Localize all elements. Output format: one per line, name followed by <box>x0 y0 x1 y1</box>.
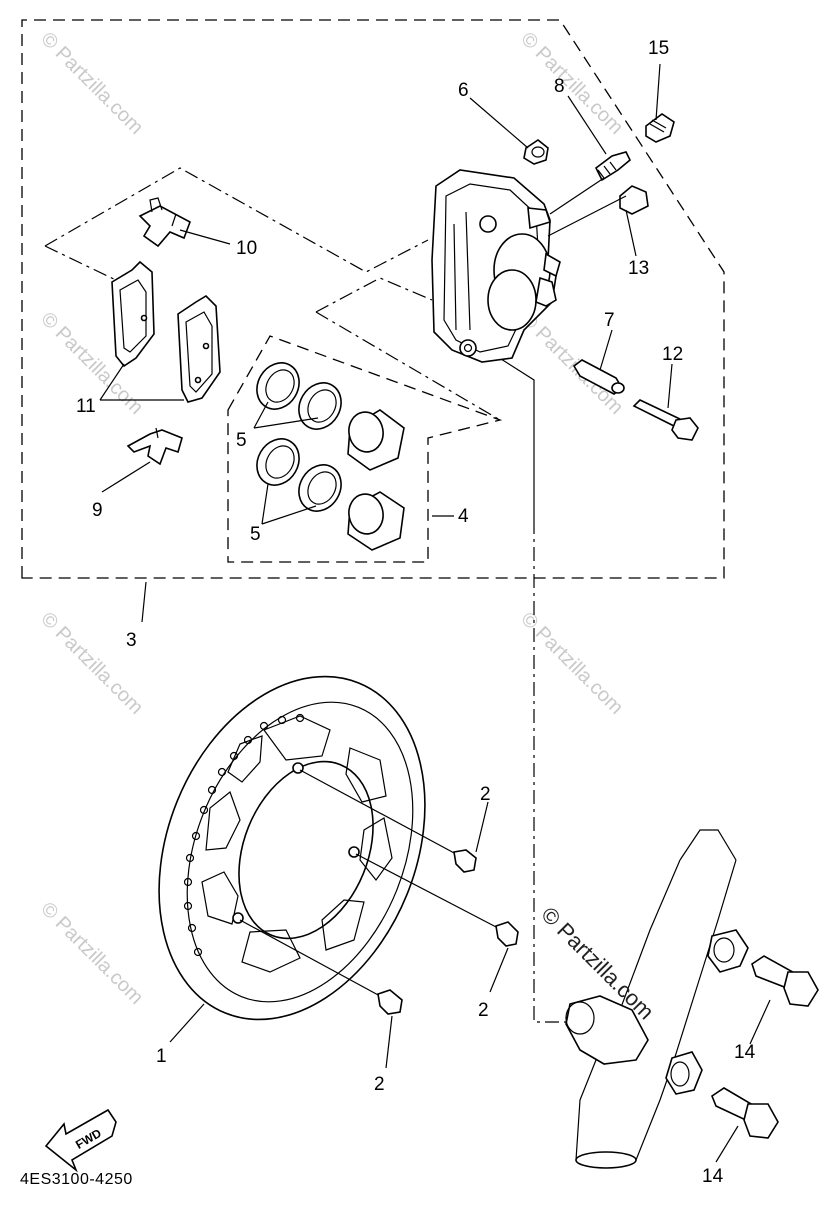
callout-8: 8 <box>554 76 565 97</box>
callout-11: 11 <box>76 396 96 417</box>
callout-5-lower: 5 <box>250 524 261 545</box>
callout-2-top: 2 <box>480 784 491 805</box>
callout-7: 7 <box>604 310 615 331</box>
callout-leaders <box>99 63 771 1163</box>
diagram-code: 4ES3100-4250 <box>20 1171 133 1188</box>
fwd-arrow: FWD <box>44 1108 117 1173</box>
callout-4: 4 <box>458 506 469 527</box>
brake-pads-11 <box>111 260 221 403</box>
pad-support-9 <box>126 427 183 466</box>
watermark-low-right: © Partzilla.com <box>516 608 627 719</box>
callout-5-upper: 5 <box>236 430 247 451</box>
callout-12: 12 <box>662 344 683 365</box>
brake-disc-1 <box>158 675 426 1021</box>
group-3-outline <box>21 19 725 579</box>
cap-6 <box>523 139 549 165</box>
callout-3: 3 <box>126 630 137 651</box>
pistons <box>347 409 405 551</box>
group-4-outline <box>227 335 503 563</box>
callout-14-lower: 14 <box>702 1166 724 1187</box>
watermark-top-left: © Partzilla.com <box>36 28 147 139</box>
callout-6: 6 <box>458 80 469 101</box>
bleed-cap-15 <box>645 113 675 143</box>
bracket-lines <box>44 167 580 1023</box>
disc-bolts-2 <box>239 769 519 1015</box>
piston-seal-kit <box>256 362 342 512</box>
watermark-bottom-left: © Partzilla.com <box>36 898 147 1009</box>
bleed-screw-8 <box>594 151 631 182</box>
callout-2-bottom: 2 <box>374 1074 385 1095</box>
callout-labels: 6 8 15 10 13 7 12 11 5 9 4 5 3 2 2 1 2 1… <box>76 38 756 1187</box>
caliper-assembly <box>431 169 561 363</box>
callout-14-upper: 14 <box>734 1042 756 1063</box>
callout-1: 1 <box>156 1046 167 1067</box>
callout-13: 13 <box>628 258 649 279</box>
watermark-top-right: © Partzilla.com <box>516 28 627 139</box>
callout-10: 10 <box>236 238 257 259</box>
callout-9: 9 <box>92 500 103 521</box>
plug-13 <box>619 185 649 215</box>
watermark-low-left: © Partzilla.com <box>36 608 147 719</box>
callout-15: 15 <box>648 38 669 59</box>
callout-2-middle: 2 <box>478 1000 489 1021</box>
pin-7 <box>572 359 625 395</box>
bolt-12 <box>632 399 699 441</box>
fork-bolts-14 <box>711 955 819 1139</box>
front-fork-leg <box>565 829 749 1169</box>
pad-shim-10 <box>138 197 191 248</box>
